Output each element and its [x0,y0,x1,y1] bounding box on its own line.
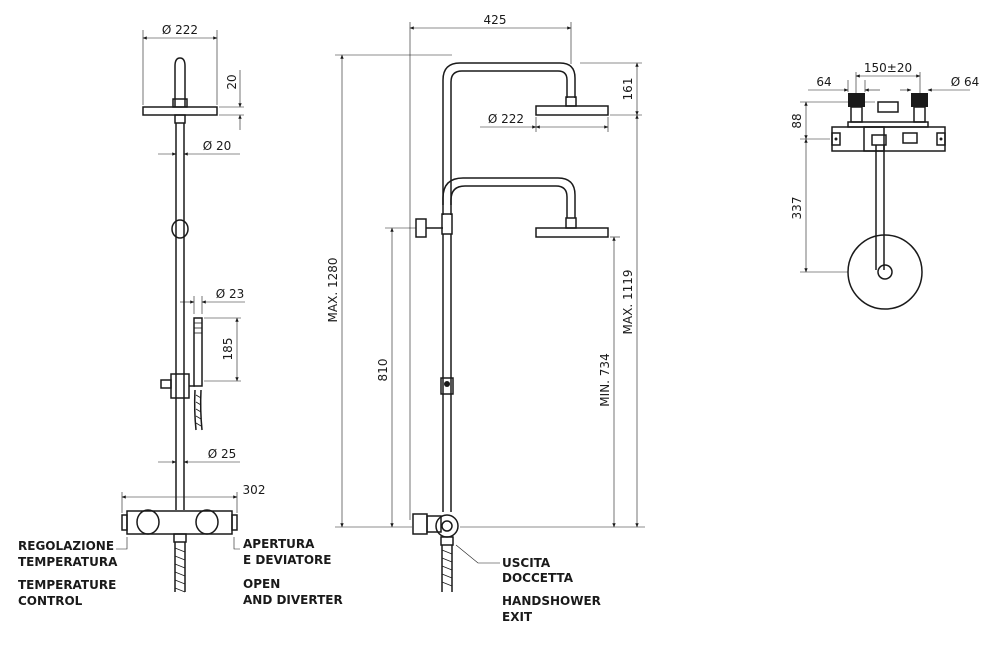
side-upper-head-joint [565,96,577,107]
top-knob-indicator [902,132,918,144]
side-dim-head-drop: 161 [621,78,635,101]
side-upper-arm-outer [442,62,576,205]
front-hose [199,389,203,431]
top-cap-dot [834,137,838,141]
leader-diverter [233,537,240,550]
label-exit-it-1: USCITA [502,556,551,570]
top-shower-head [847,234,923,310]
front-mixer-cap-left [121,514,128,531]
top-inlet-right [911,93,928,107]
side-outlet-nut [440,536,454,546]
front-hose [193,389,197,431]
label-temp-it-2: TEMPERATURA [18,555,118,569]
front-head-joint [172,98,188,108]
side-dim-head-diameter: Ø 222 [488,112,524,126]
side-dim-bracket-height: 810 [376,359,390,382]
side-view: 425 161 Ø 222 MAX. 1280 810 MIN. 734 MAX… [326,13,645,624]
label-diverter-it-1: APERTURA [243,537,315,551]
side-dim-min-height: MIN. 734 [598,353,612,406]
top-arm-base [871,134,887,146]
side-lower-shower-head [535,227,609,238]
top-mixer-back [847,121,929,128]
label-temp-en-2: CONTROL [18,594,83,608]
front-hose-stripes [195,394,202,427]
front-view: Ø 222 20 Ø 20 Ø 23 185 Ø 25 302 [18,23,343,608]
label-diverter-en-1: OPEN [243,577,280,591]
label-exit-it-2: DOCCETTA [502,571,574,585]
front-temp-knob [136,509,160,535]
front-top-pipe [174,57,186,107]
side-slider [440,377,454,395]
label-exit-en-2: EXIT [502,610,533,624]
top-inlet-left [848,93,865,107]
top-dim-inlet-diameter: Ø 64 [951,75,980,89]
side-mixer-center [441,520,453,532]
front-dim-head-thickness: 20 [225,74,239,89]
front-handshower [193,317,203,387]
side-riser-collar [441,213,453,235]
front-handshower-slider [170,373,190,399]
top-dim-inlet-width: 64 [816,75,831,89]
front-mixer-cap-right [231,514,238,531]
top-inlet-left-neck [850,106,863,123]
label-diverter-en-2: AND DIVERTER [243,593,343,607]
side-dim-max-height: MAX. 1280 [326,258,340,323]
side-upper-shower-head [535,105,609,116]
side-slider-knob [444,381,450,387]
side-dim-max-head-height: MAX. 1119 [621,270,635,335]
top-dim-arm-projection: 337 [790,197,804,220]
top-cap-dot [939,137,943,141]
side-outlet-hose [441,545,453,592]
side-wall-bracket [415,218,427,238]
front-dim-bar-diameter: Ø 25 [208,447,237,461]
label-diverter-it-2: E DEVIATORE [243,553,331,567]
front-outlet-hose-stripes [174,547,186,593]
side-outlet-hose-stripes [441,549,453,587]
leader-exit [455,544,500,564]
front-head-nut [174,114,186,124]
front-riser-joint [171,219,189,239]
front-dim-head-diameter: Ø 222 [162,23,198,37]
side-mixer-neck [426,515,442,533]
top-mixer-center [863,126,885,152]
front-slider-knob [160,379,172,389]
top-dim-inlet-centers: 150±20 [864,61,912,75]
top-cap-right [936,132,946,146]
side-lower-arm-outer [442,177,576,218]
front-diverter-knob [195,509,219,535]
top-mixer-socket [877,101,899,113]
side-lower-arm-inner [450,185,568,218]
front-dim-handshower-diameter: Ø 23 [216,287,245,301]
top-mixer-body [831,126,946,152]
top-head-joint [877,264,893,280]
front-dim-handshower-length: 185 [221,338,235,361]
label-temp-it-1: REGOLAZIONE [18,539,114,553]
front-shower-head [142,106,218,116]
side-upper-arm-inner [450,70,568,205]
front-outlet-nut [173,533,187,543]
side-mixer-inlet [412,513,428,535]
top-view: 64 150±20 Ø 64 88 337 [790,61,980,310]
top-inlet-right-neck [913,106,926,123]
side-mixer-body [435,514,459,538]
top-dim-mixer-depth: 88 [790,113,804,128]
top-cap-left [831,132,841,146]
side-lower-head-joint [565,217,577,229]
label-exit-en-1: HANDSHOWER [502,594,601,608]
side-dim-arm-reach: 425 [484,13,507,27]
front-dim-pipe-diameter: Ø 20 [203,139,232,153]
front-dim-mixer-width: 302 [243,483,266,497]
label-temp-en-1: TEMPERATURE [18,578,116,592]
leader-temp [116,537,128,550]
